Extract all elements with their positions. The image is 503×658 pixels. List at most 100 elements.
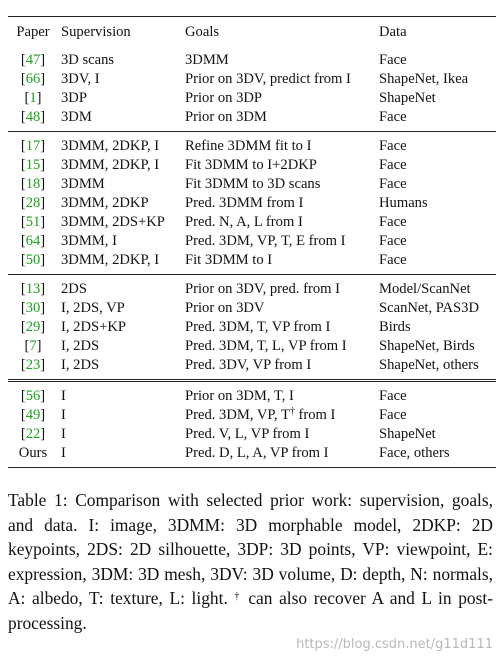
cell-data: Face, others bbox=[379, 445, 450, 461]
cell-supervision: 3DMM, 2DS+KP bbox=[61, 214, 165, 230]
table-header-row: Paper Supervision Goals Data bbox=[8, 16, 496, 47]
header-goals: Goals bbox=[185, 24, 220, 40]
cell-supervision: 3DMM, 2DKP, I bbox=[61, 157, 160, 173]
goals-text: Prior on 3DM, T, I bbox=[185, 388, 294, 404]
cell-goals: Prior on 3DV bbox=[182, 299, 376, 318]
cell-data: Model/ScanNet bbox=[376, 274, 496, 299]
cell-goals: Fit 3DMM to I+2DKP bbox=[182, 156, 376, 175]
cell-goals: Pred. D, L, A, VP from I bbox=[182, 444, 376, 468]
table-row: [64] 3DMM, I Pred. 3DM, VP, T, E from I Fac… bbox=[8, 232, 496, 251]
cell-supervision: 3DMM, 2DKP, I bbox=[61, 252, 160, 268]
cell-paper: [48] bbox=[20, 109, 46, 125]
cell-supervision: 3DMM, 2DKP, I bbox=[58, 131, 182, 156]
watermark: https://blog.csdn.net/g11d111 bbox=[296, 637, 493, 652]
citation-link[interactable]: 22 bbox=[25, 426, 41, 442]
citation-link[interactable]: 23 bbox=[25, 357, 41, 373]
cell-supervision: 3DMM, 2DKP bbox=[61, 195, 149, 211]
cell-goals: Prior on 3DV, pred. from I bbox=[182, 274, 376, 299]
citation-link[interactable]: 30 bbox=[25, 300, 41, 316]
cell-paper: [64] bbox=[20, 233, 46, 249]
citation-link[interactable]: 17 bbox=[25, 138, 41, 154]
cell-paper: Ours bbox=[18, 445, 48, 461]
caption-dagger: † bbox=[234, 591, 242, 603]
cell-paper: [30] bbox=[20, 300, 46, 316]
cell-supervision: 3DP bbox=[61, 90, 87, 106]
goals-text: Fit 3DMM to I bbox=[185, 252, 273, 268]
citation-link[interactable]: 47 bbox=[25, 52, 41, 68]
cell-paper: [23] bbox=[20, 357, 46, 373]
cell-supervision: I bbox=[61, 426, 66, 442]
goals-text: Pred. 3DM, VP, T, E from I bbox=[185, 233, 346, 249]
cell-goals: Prior on 3DM, T, I bbox=[182, 379, 376, 406]
cell-supervision: 3D scans bbox=[61, 52, 115, 68]
cell-data: Face bbox=[379, 233, 407, 249]
goals-text: Fit 3DMM to 3D scans bbox=[185, 176, 321, 192]
cell-data: Face bbox=[379, 109, 407, 125]
cell-supervision: I bbox=[61, 407, 66, 423]
goals-text: Prior on 3DV, predict from I bbox=[185, 71, 351, 87]
goals-text: Fit 3DMM to I+2DKP bbox=[185, 157, 317, 173]
cell-supervision: 3DMM, I bbox=[61, 233, 117, 249]
citation-link[interactable]: 48 bbox=[25, 109, 41, 125]
cell-paper: [47] bbox=[20, 52, 46, 68]
cell-data: ScanNet, PAS3D bbox=[379, 300, 480, 316]
goals-tail: from I bbox=[294, 407, 336, 423]
caption-tail: can also recover A and L in post-process… bbox=[8, 588, 493, 633]
cell-data: ShapeNet bbox=[379, 426, 436, 442]
citation-link[interactable]: 64 bbox=[25, 233, 41, 249]
cell-paper: [22] bbox=[20, 426, 46, 442]
citation-link[interactable]: 18 bbox=[25, 176, 41, 192]
cell-data: ShapeNet bbox=[379, 90, 436, 106]
goals-text: 3DMM bbox=[185, 52, 229, 68]
citation-link[interactable]: 28 bbox=[25, 195, 41, 211]
cell-supervision: I, 2DS bbox=[61, 357, 100, 373]
citation-link[interactable]: 7 bbox=[29, 338, 37, 354]
citation-link[interactable]: 51 bbox=[25, 214, 41, 230]
cell-goals: Prior on 3DP bbox=[182, 89, 376, 108]
citation-link[interactable]: 15 bbox=[25, 157, 41, 173]
cell-goals: Fit 3DMM to 3D scans bbox=[182, 175, 376, 194]
goals-text: Pred. 3DV, VP from I bbox=[185, 357, 312, 373]
cell-data: Face bbox=[379, 176, 407, 192]
cell-goals: Pred. N, A, L from I bbox=[182, 213, 376, 232]
cell-data: ShapeNet, Birds bbox=[379, 338, 475, 354]
cell-paper: [49] bbox=[20, 407, 46, 423]
citation-link[interactable]: 29 bbox=[25, 319, 41, 335]
cell-data: ShapeNet, Ikea bbox=[379, 71, 469, 87]
cell-supervision: I bbox=[58, 379, 182, 406]
header-paper: Paper bbox=[16, 24, 50, 40]
cell-goals: Pred. 3DM, T, VP from I bbox=[182, 318, 376, 337]
cell-goals: 3DMM bbox=[182, 46, 376, 70]
citation-link[interactable]: 56 bbox=[25, 388, 41, 404]
cell-data: Humans bbox=[379, 195, 428, 211]
citation-link[interactable]: 49 bbox=[25, 407, 41, 423]
citation-link[interactable]: 1 bbox=[29, 90, 37, 106]
comparison-table-container: Paper Supervision Goals Data [47] 3D scan… bbox=[8, 16, 496, 468]
cell-supervision: 3DV, I bbox=[61, 71, 100, 87]
cell-paper: [51] bbox=[20, 214, 46, 230]
cell-supervision: 2DS bbox=[58, 274, 182, 299]
goals-text: Pred. 3DMM from I bbox=[185, 195, 304, 211]
citation-link[interactable]: 13 bbox=[25, 281, 41, 297]
citation-link[interactable]: 50 bbox=[25, 252, 41, 268]
goals-text: Prior on 3DV, pred. from I bbox=[185, 281, 340, 297]
cell-paper: [50] bbox=[20, 252, 46, 268]
cell-paper: [1] bbox=[24, 90, 42, 106]
cell-goals: Pred. 3DM, T, L, VP from I bbox=[182, 337, 376, 356]
citation-link[interactable]: 66 bbox=[25, 71, 41, 87]
goals-text: Pred. N, A, L from I bbox=[185, 214, 303, 230]
